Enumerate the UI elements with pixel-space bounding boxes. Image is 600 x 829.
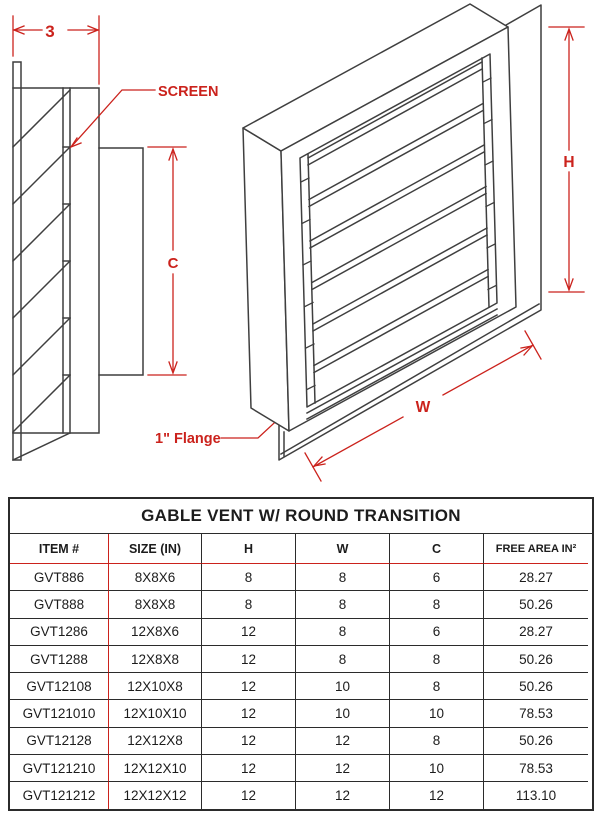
table-cell: GVT12128 <box>10 727 109 756</box>
table-cell: GVT1288 <box>10 645 109 674</box>
technical-drawing: 3 SCREEN C 1" Flange <box>11 3 585 482</box>
table-cell: 28.27 <box>484 618 588 646</box>
table-cell: 12 <box>202 755 296 783</box>
iso-louvers <box>306 60 490 374</box>
collar-dimension <box>147 146 187 376</box>
height-dimension <box>548 26 585 293</box>
isometric-view <box>242 3 542 461</box>
table-cell: 12 <box>296 727 390 756</box>
table-cell: GVT888 <box>10 591 109 619</box>
table-cell: 12X12X8 <box>109 727 202 756</box>
width-dimension <box>304 330 542 482</box>
table-cell: 50.26 <box>484 727 588 756</box>
table-cell: 12X12X12 <box>109 782 202 809</box>
table-cell: 12 <box>296 755 390 783</box>
table-cell: 12 <box>390 782 484 809</box>
table-cell: 6 <box>390 564 484 592</box>
table-cell: 8 <box>390 591 484 619</box>
table-cell: 12X8X6 <box>109 618 202 646</box>
table-cell: 8 <box>390 727 484 756</box>
table-cell: 12 <box>202 700 296 728</box>
depth-dimension <box>12 15 100 85</box>
table-cell: 10 <box>296 700 390 728</box>
spec-table: GABLE VENT W/ ROUND TRANSITION ITEM # SI… <box>8 497 594 811</box>
height-dim-label: H <box>563 154 574 171</box>
table-cell: 8 <box>390 645 484 674</box>
table-cell: 10 <box>390 755 484 783</box>
table-cell: 50.26 <box>484 673 588 701</box>
table-cell: 12 <box>202 782 296 809</box>
table-cell: 8 <box>296 618 390 646</box>
table-cell: 50.26 <box>484 591 588 619</box>
collar-dim-label: C <box>168 255 179 272</box>
table-cell: GVT121210 <box>10 755 109 783</box>
table-cell: 12X10X8 <box>109 673 202 701</box>
table-cell: 113.10 <box>484 782 588 809</box>
table-cell: 10 <box>390 700 484 728</box>
depth-dim-label: 3 <box>45 22 54 41</box>
table-cell: 8 <box>390 673 484 701</box>
col-header-h: H <box>202 534 296 564</box>
table-cell: 12 <box>202 727 296 756</box>
table-cell: 8 <box>202 564 296 592</box>
side-flange <box>12 61 22 461</box>
table-cell: GVT121010 <box>10 700 109 728</box>
screen-label: SCREEN <box>158 84 218 100</box>
table-cell: 12 <box>296 782 390 809</box>
side-body <box>12 87 100 434</box>
iso-channel-tabs <box>300 77 497 391</box>
table-title: GABLE VENT W/ ROUND TRANSITION <box>10 499 592 534</box>
col-header-w: W <box>296 534 390 564</box>
table-cell: 8 <box>296 645 390 674</box>
table-cell: 12X12X10 <box>109 755 202 783</box>
table-cell: 28.27 <box>484 564 588 592</box>
table-cell: 12 <box>202 673 296 701</box>
table-cell: GVT12108 <box>10 673 109 701</box>
table-cell: 8X8X8 <box>109 591 202 619</box>
width-dim-label: W <box>416 399 431 416</box>
table-cell: 78.53 <box>484 755 588 783</box>
side-view <box>11 61 144 461</box>
table-cell: 12 <box>202 618 296 646</box>
col-header-item: ITEM # <box>10 534 109 564</box>
table-cell: 6 <box>390 618 484 646</box>
col-header-free-area: FREE AREA IN² <box>484 534 588 564</box>
table-cell: 8 <box>296 564 390 592</box>
side-collar <box>98 147 144 376</box>
table-cell: GVT886 <box>10 564 109 592</box>
table-cell: 10 <box>296 673 390 701</box>
col-header-size: SIZE (IN) <box>109 534 202 564</box>
table-cell: 12X10X10 <box>109 700 202 728</box>
table-cell: 12X8X8 <box>109 645 202 674</box>
table-cell: 8X8X6 <box>109 564 202 592</box>
table-cell: 50.26 <box>484 645 588 674</box>
flange-label: 1" Flange <box>155 431 221 447</box>
table-cell: 8 <box>202 591 296 619</box>
table-cell: GVT1286 <box>10 618 109 646</box>
iso-louver-frame <box>299 53 499 421</box>
table-cell: 78.53 <box>484 700 588 728</box>
table-header-row: ITEM # SIZE (IN) H W C FREE AREA IN² <box>10 534 592 564</box>
table-cell: GVT121212 <box>10 782 109 809</box>
table-cell: 12 <box>202 645 296 674</box>
screen-leader <box>69 89 156 149</box>
screen-hatch <box>11 88 72 461</box>
col-header-c: C <box>390 534 484 564</box>
table-cell: 8 <box>296 591 390 619</box>
